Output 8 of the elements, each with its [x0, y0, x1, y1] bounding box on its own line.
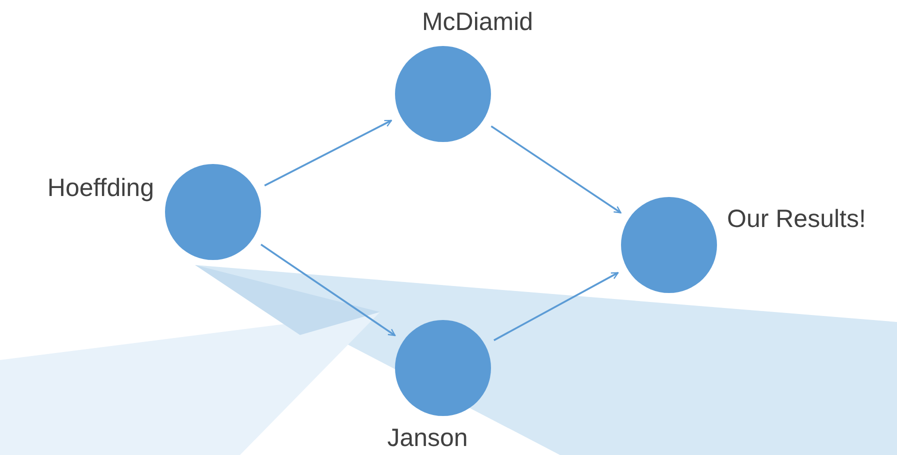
arrow	[264, 120, 392, 186]
node-label: Hoeffding	[46, 173, 154, 204]
node-label: Our Results!	[727, 204, 867, 235]
node-label: Janson	[386, 423, 469, 454]
arrow	[490, 125, 622, 214]
arrow	[494, 272, 619, 342]
node-label: McDiamid	[420, 7, 534, 38]
arrow	[260, 244, 396, 336]
